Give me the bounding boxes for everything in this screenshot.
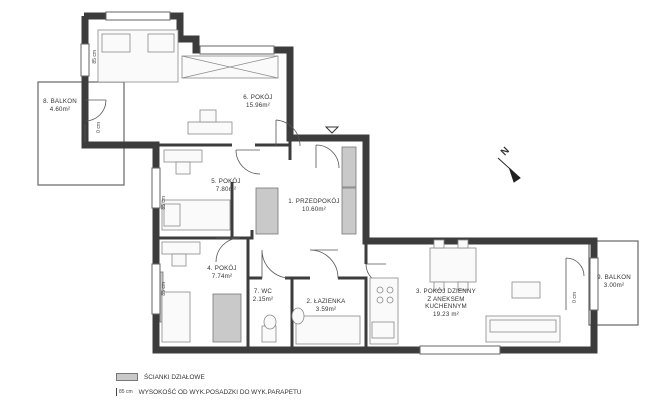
legend-partition: ŚCIANKI DZIAŁOWE: [116, 373, 205, 381]
partition-walls: [159, 146, 357, 343]
furniture: [97, 29, 561, 345]
room-9-area: 3.00m²: [603, 281, 625, 289]
window-tag-balcony8: 0 cm: [96, 122, 102, 133]
windows: [80, 11, 599, 355]
sill-height-value: 85 cm: [119, 389, 133, 395]
room-1-area: 10.60m²: [301, 205, 327, 213]
compass-arrow: [497, 157, 521, 183]
partition-swatch: [116, 373, 138, 381]
room-3-name: 3. POKÓJ DZIENNY: [416, 288, 476, 295]
window-tag-room5: 85 cm: [161, 196, 167, 210]
room-5-label: 5. POKÓJ 7.80m²: [211, 178, 240, 193]
room-2-label: 2. ŁAZIENKA 3.59m²: [307, 298, 346, 313]
room-6-label: 6. POKÓJ 15.96m²: [243, 94, 272, 109]
bed-room-4: [161, 291, 191, 343]
interior-walls: [154, 138, 368, 350]
room-7-area: 2.15m²: [252, 295, 274, 303]
room-6-area: 15.96m²: [245, 101, 271, 109]
sill-height-marker: 85 cm: [116, 388, 133, 396]
dining-table: [429, 247, 477, 283]
room-6-name: 6. POKÓJ: [243, 94, 273, 101]
desk-room-5: [163, 149, 203, 163]
room-1-name: 1. PRZEDPOKÓJ: [288, 198, 340, 205]
desk-room-6: [187, 121, 233, 135]
room-7-name: 7. WC: [253, 288, 273, 295]
room-3-name3: KUCHENNYM: [425, 303, 467, 310]
room-4-name: 4. POKÓJ: [207, 265, 237, 272]
room-9-name: 9. BALKON: [597, 274, 631, 281]
legend-sill-height: 85 cm WYSOKOŚĆ OD WYK.POSADZKI DO WYK.PA…: [116, 388, 302, 396]
room-3-name2: Z ANEKSEM: [427, 295, 465, 303]
room-8-area: 4.60m²: [49, 105, 71, 113]
exterior-walls: [81, 12, 598, 354]
legend-sill-text: WYSOKOŚĆ OD WYK.POSADZKI DO WYK.PARAPETU: [138, 388, 302, 396]
legend-partition-text: ŚCIANKI DZIAŁOWE: [144, 373, 205, 381]
room-8-name: 8. BALKON: [43, 98, 77, 105]
desk-room-4: [161, 241, 201, 255]
room-3-label: 3. POKÓJ DZIENNY Z ANEKSEM KUCHENNYM 19.…: [416, 288, 476, 318]
sill-tick-icon: [116, 388, 117, 396]
room-8-label: 8. BALKON 4.60m²: [43, 98, 77, 113]
window-tag-room6: 85 cm: [92, 50, 98, 64]
balcony-8: [37, 81, 125, 186]
room-5-name: 5. POKÓJ: [211, 178, 241, 185]
room-4-label: 4. POKÓJ 7.74m²: [207, 265, 236, 280]
room-1-label: 1. PRZEDPOKÓJ 10.60m²: [288, 198, 339, 213]
window-tag-balcony9: 0 cm: [572, 292, 578, 303]
room-9-label: 9. BALKON 3.00m²: [597, 274, 631, 289]
room-4-area: 7.74m²: [211, 272, 233, 280]
coffee-table: [511, 281, 541, 299]
bathtub: [295, 315, 361, 345]
room-3-area: 19.23 m²: [432, 310, 460, 318]
entrance-marker: [324, 126, 340, 134]
room-2-name: 2. ŁAZIENKA: [306, 298, 346, 305]
room-7-label: 7. WC 2.15m²: [253, 288, 273, 303]
window-tag-room4: 85 cm: [161, 282, 167, 296]
room-2-area: 3.59m²: [315, 305, 337, 313]
room-5-area: 7.80m²: [215, 185, 237, 193]
